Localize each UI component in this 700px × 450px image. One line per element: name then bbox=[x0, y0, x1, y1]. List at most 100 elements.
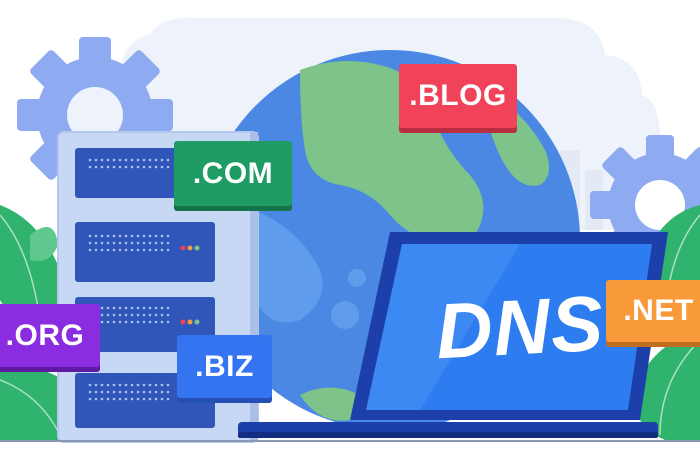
vent-dot bbox=[118, 248, 122, 252]
vent-dot bbox=[100, 390, 104, 394]
vent-dot bbox=[106, 306, 110, 310]
vent-dot bbox=[130, 306, 134, 310]
vent-dot bbox=[136, 165, 140, 169]
vent-dot bbox=[166, 241, 170, 245]
vent-dot bbox=[148, 234, 152, 238]
vent-dot bbox=[166, 158, 170, 162]
vent-dot bbox=[100, 383, 104, 387]
vent-dot bbox=[142, 313, 146, 317]
vent-dot bbox=[130, 320, 134, 324]
vent-dot bbox=[106, 313, 110, 317]
vent-dot bbox=[130, 397, 134, 401]
vent-dot bbox=[124, 397, 128, 401]
vent-dot bbox=[136, 248, 140, 252]
vent-dot bbox=[136, 234, 140, 238]
vent-dot bbox=[166, 234, 170, 238]
vent-dot bbox=[160, 390, 164, 394]
vent-dot bbox=[160, 248, 164, 252]
vent-dot bbox=[100, 397, 104, 401]
vent-dot bbox=[136, 390, 140, 394]
vent-dot bbox=[88, 234, 92, 238]
vent-dot bbox=[142, 397, 146, 401]
vent-dot bbox=[148, 248, 152, 252]
vent-dot bbox=[118, 234, 122, 238]
vent-dot bbox=[130, 234, 134, 238]
vent-dot bbox=[136, 313, 140, 317]
vent-dot bbox=[94, 241, 98, 245]
vent-dot bbox=[130, 383, 134, 387]
vent-dot bbox=[166, 306, 170, 310]
vent-dot bbox=[136, 241, 140, 245]
domain-tag-org: .ORG bbox=[0, 304, 100, 367]
vent-dot bbox=[142, 390, 146, 394]
vent-dot bbox=[130, 158, 134, 162]
vent-dot bbox=[94, 158, 98, 162]
vent-dot bbox=[94, 165, 98, 169]
vent-dot bbox=[118, 313, 122, 317]
vent-dot bbox=[148, 390, 152, 394]
vent-dot bbox=[160, 383, 164, 387]
vent-dot bbox=[112, 313, 116, 317]
vent-dot bbox=[136, 397, 140, 401]
vent-dot bbox=[136, 320, 140, 324]
vent-dot bbox=[100, 165, 104, 169]
laptop-screen-label: DNS bbox=[433, 278, 607, 375]
vent-dot bbox=[106, 383, 110, 387]
vent-dot bbox=[100, 313, 104, 317]
vent-dot bbox=[112, 320, 116, 324]
vent-dot bbox=[124, 158, 128, 162]
vent-dot bbox=[112, 234, 116, 238]
vent-dot bbox=[118, 390, 122, 394]
vent-dot bbox=[160, 306, 164, 310]
vent-dot bbox=[130, 241, 134, 245]
vent-dot bbox=[88, 397, 92, 401]
vent-dot bbox=[130, 165, 134, 169]
vent-dot bbox=[118, 158, 122, 162]
vent-dot bbox=[88, 390, 92, 394]
vent-dot bbox=[94, 234, 98, 238]
vent-dot bbox=[166, 390, 170, 394]
vent-dot bbox=[124, 390, 128, 394]
vent-dot bbox=[154, 306, 158, 310]
vent-dot bbox=[148, 313, 152, 317]
vent-dot bbox=[106, 397, 110, 401]
vent-dot bbox=[148, 158, 152, 162]
vent-dot bbox=[112, 165, 116, 169]
laptop-icon bbox=[238, 232, 668, 438]
vent-dot bbox=[154, 165, 158, 169]
vent-dot bbox=[166, 320, 170, 324]
vent-dot bbox=[112, 158, 116, 162]
vent-dot bbox=[154, 158, 158, 162]
vent-dot bbox=[160, 158, 164, 162]
vent-dot bbox=[154, 241, 158, 245]
vent-dot bbox=[160, 320, 164, 324]
vent-dot bbox=[100, 158, 104, 162]
vent-dot bbox=[112, 248, 116, 252]
vent-dot bbox=[148, 320, 152, 324]
domain-tag-label: .BLOG bbox=[409, 79, 507, 112]
vent-dot bbox=[148, 397, 152, 401]
vent-dot bbox=[106, 320, 110, 324]
vent-dot bbox=[112, 306, 116, 310]
vent-dot bbox=[124, 241, 128, 245]
domain-tag-label: .BIZ bbox=[195, 349, 254, 383]
vent-dot bbox=[148, 241, 152, 245]
vent-dot bbox=[154, 397, 158, 401]
vent-dot bbox=[112, 390, 116, 394]
domain-tag-label: .ORG bbox=[5, 318, 85, 352]
vent-dot bbox=[100, 306, 104, 310]
vent-dot bbox=[124, 313, 128, 317]
vent-dot bbox=[154, 234, 158, 238]
vent-dot bbox=[160, 241, 164, 245]
vent-dot bbox=[142, 320, 146, 324]
vent-dot bbox=[148, 383, 152, 387]
vent-dot bbox=[94, 383, 98, 387]
domain-tag-net: .NET bbox=[606, 280, 700, 342]
vent-dot bbox=[118, 241, 122, 245]
vent-dot bbox=[160, 313, 164, 317]
vent-dot bbox=[88, 158, 92, 162]
vent-dot bbox=[118, 165, 122, 169]
vent-dot bbox=[130, 390, 134, 394]
vent-dot bbox=[106, 234, 110, 238]
